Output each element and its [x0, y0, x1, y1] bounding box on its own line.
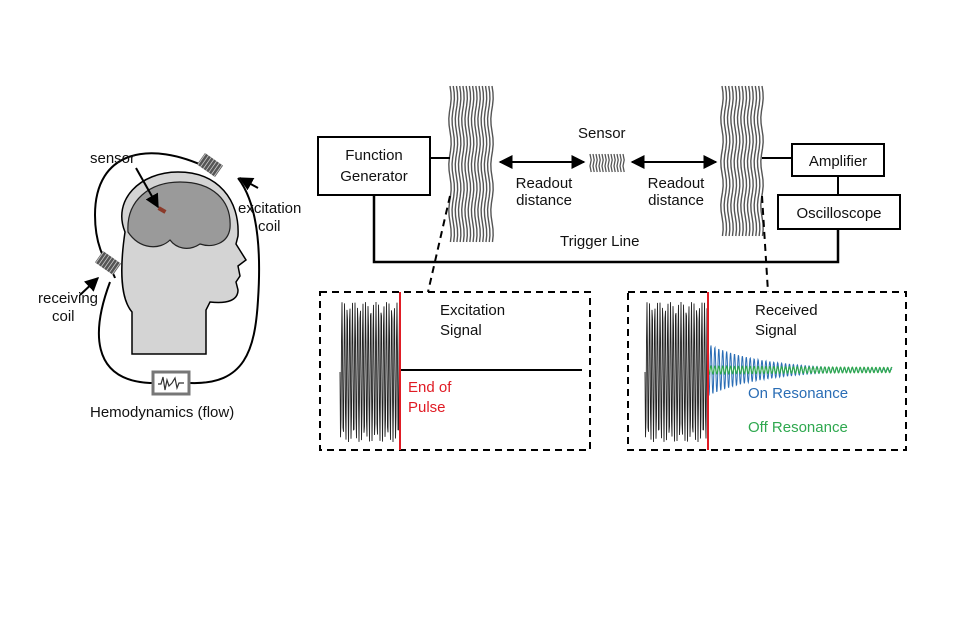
tx-coil-strand [451, 85, 456, 243]
tx-coil-strand [490, 85, 494, 243]
hemodynamics-label: Hemodynamics (flow) [90, 404, 234, 421]
tx-coil-strand [467, 85, 472, 243]
tx-coil-strand [461, 85, 465, 243]
amplifier-label: Amplifier [809, 153, 867, 170]
sensor-coil-icon [589, 153, 625, 173]
coil-winding [208, 160, 217, 173]
rx-coil-strand [723, 85, 728, 237]
on-resonance-label: On Resonance [748, 385, 848, 402]
oscilloscope-label: Oscilloscope [796, 205, 881, 222]
sensor-coil-strand [622, 153, 625, 173]
sensor-coil-strand [598, 153, 601, 173]
excitation-coil-icon [196, 152, 224, 178]
trigger-line [372, 195, 840, 264]
rx-coil-strand [736, 85, 741, 237]
rx-coil-strand [740, 85, 744, 237]
coil-winding [213, 164, 223, 177]
off-resonance-ringdown [707, 364, 893, 376]
sensor-block-label: Sensor [578, 125, 626, 142]
sensor-coil-strand [592, 153, 595, 173]
head-illustration [93, 152, 261, 385]
tx-coil-strand [464, 85, 469, 243]
tx-coil-strand [480, 85, 485, 243]
receive-coil-icon [720, 85, 764, 237]
receiving-pointer [79, 277, 100, 296]
sensor-coil-strand [607, 153, 610, 173]
coil-winding [210, 162, 220, 175]
rx-coil-strand [730, 85, 734, 237]
coil-winding [98, 253, 107, 266]
sensor-coil-strand [595, 153, 598, 173]
coil-winding [95, 251, 105, 264]
received-signal-panel [627, 291, 907, 451]
sensor-coil-strand [616, 153, 619, 173]
tx-coil-strand [483, 85, 488, 243]
rx-coil-strand [756, 85, 761, 237]
tx-coil-strand [473, 85, 478, 243]
coil-wire-right [189, 177, 261, 385]
tx-coil-strand [477, 85, 481, 243]
coil-winding [106, 258, 115, 271]
tx-coil-strand [457, 85, 462, 243]
tx-coil-strand [454, 85, 459, 243]
oscilloscope-box [777, 194, 901, 230]
transmit-coil-icon [448, 85, 494, 243]
function-generator-box [317, 136, 431, 196]
excitation-callout [427, 195, 451, 293]
trigger-line-label: Trigger Line [560, 233, 639, 250]
received-drive-waveform [644, 301, 709, 442]
sensor-coil-strand [589, 153, 592, 173]
coil-winding [205, 158, 215, 171]
rx-coil-strand [750, 85, 754, 237]
tx-coil-strand [486, 85, 491, 243]
coil-wire-bottom [97, 281, 155, 384]
tx-coil-strand [448, 85, 452, 243]
amplifier-box [791, 143, 885, 177]
sensor-coil-strand [613, 153, 616, 173]
sensor-coil-strand [610, 153, 613, 173]
sensor-coil-strand [619, 153, 622, 173]
coil-winding [202, 157, 212, 170]
sensor-coil-strand [601, 153, 604, 173]
coil-winding [197, 153, 207, 166]
rx-coil-strand [743, 85, 748, 237]
rx-coil-strand [733, 85, 738, 237]
off-resonance-label: Off Resonance [748, 419, 848, 436]
excitation-signal-panel [319, 291, 591, 451]
received-callout [761, 195, 769, 293]
rx-coil-strand [746, 85, 751, 237]
excitation-burst [339, 301, 401, 442]
coil-winding [200, 155, 209, 168]
rx-coil-strand [726, 85, 731, 237]
implanted-sensor-icon [157, 206, 167, 214]
coil-winding [103, 256, 113, 269]
sensor-label: sensor [90, 150, 135, 167]
coil-winding [111, 262, 121, 275]
rx-coil-strand [760, 85, 764, 237]
coil-winding [100, 255, 110, 268]
received-burst [644, 301, 709, 442]
receiving-coil-icon [94, 250, 122, 276]
excitation-waveform [339, 301, 401, 442]
tx-coil-strand [470, 85, 475, 243]
rx-coil-strand [753, 85, 758, 237]
rx-coil-strand [720, 85, 724, 237]
coil-winding [108, 260, 118, 273]
excitation-pointer [238, 177, 259, 191]
sensor-coil-strand [604, 153, 607, 173]
sensor-pointer [135, 167, 159, 209]
flow-monitor-icon [151, 370, 191, 396]
